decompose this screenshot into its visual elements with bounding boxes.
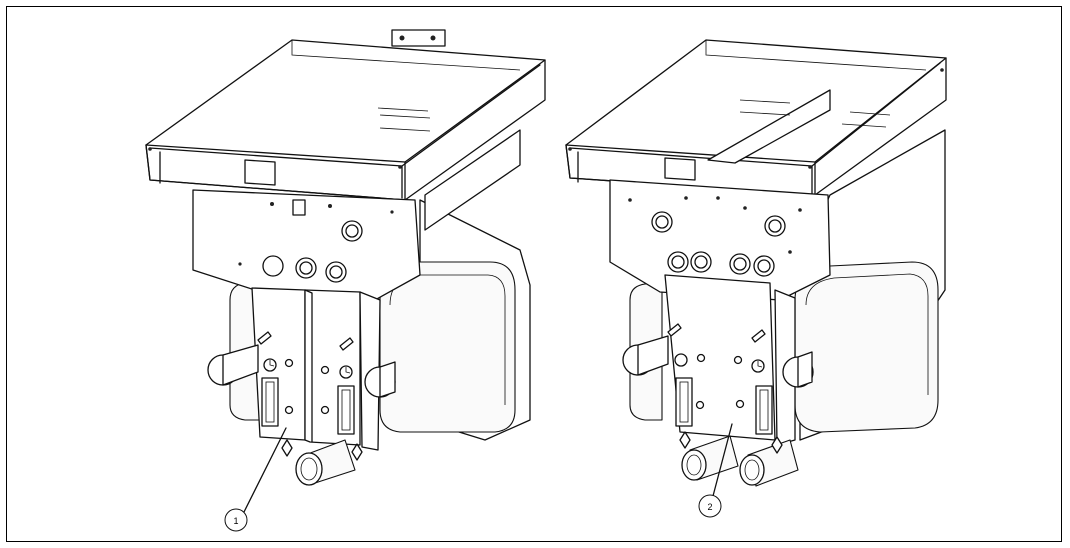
assembly-left: 1 <box>145 29 546 532</box>
callout-1 <box>224 508 248 532</box>
leader-line-2 <box>712 423 733 497</box>
assembly-right: 2 <box>565 39 947 518</box>
callout-2-label: 2 <box>707 502 712 512</box>
right-side-tank <box>794 261 939 433</box>
left-side-tank <box>379 261 516 433</box>
right-hopper-divider <box>707 89 831 164</box>
callout-2 <box>698 494 722 518</box>
left-mount-bracket <box>391 29 446 47</box>
left-mid-plate <box>192 189 421 301</box>
leader-line-1 <box>243 427 287 513</box>
callout-1-label: 1 <box>233 516 238 526</box>
